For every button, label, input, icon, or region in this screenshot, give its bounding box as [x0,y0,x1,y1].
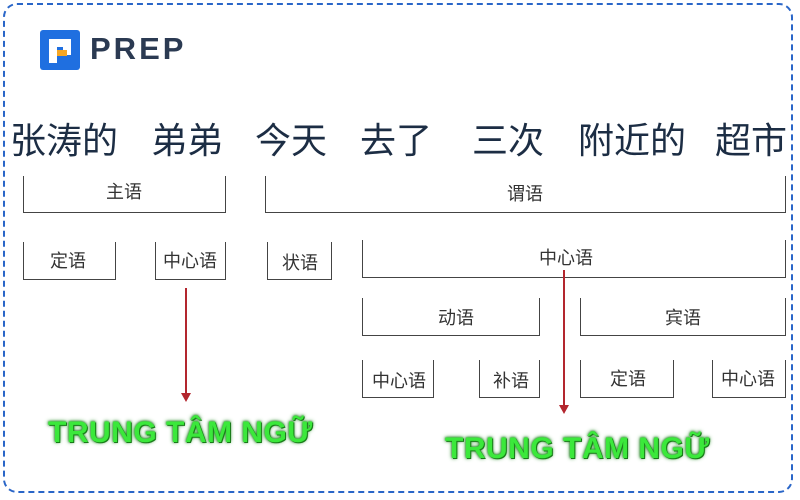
sentence-word: 三次 [472,121,545,162]
verb-bracket [362,298,540,336]
attributive-bracket [580,360,674,398]
adverbial-bracket [267,242,332,280]
sentence-word: 去了 [360,121,433,162]
sentence-word: 张涛的 [10,121,119,162]
sentence-word: 今天 [255,121,328,162]
subject-bracket [23,176,226,213]
complement-label: 补语 [493,371,529,392]
head-label: 中心语 [539,248,593,269]
attributive-label: 定语 [610,369,646,390]
head-bracket [155,242,226,280]
sentence-word: 附近的 [578,121,687,162]
attributive-bracket [23,242,116,280]
attributive-label: 定语 [50,251,86,272]
brand-name: PREP [90,31,187,66]
head-annotation-left: TRUNG TÂM NGỮ [48,416,313,449]
predicate-label: 谓语 [507,184,543,205]
verb-label: 动语 [438,308,474,329]
predicate-bracket [265,176,786,213]
object-bracket [580,298,786,336]
head-label: 中心语 [163,251,217,272]
dashed-frame [3,3,793,493]
adverbial-label: 状语 [282,253,318,274]
arrow-line [563,270,565,405]
arrow-head [181,393,191,402]
object-label: 宾语 [665,308,701,329]
subject-label: 主语 [106,182,142,203]
head-label: 中心语 [372,371,426,392]
head-bracket [712,360,786,398]
arrow-head [559,405,569,414]
head-bracket [362,360,434,398]
arrow-line [185,288,187,393]
head-label: 中心语 [721,369,775,390]
sentence-word: 弟弟 [151,121,224,162]
head-annotation-right: TRUNG TÂM NGỮ [445,432,710,465]
sentence-word: 超市 [715,121,788,162]
prep-logo-icon [40,30,80,70]
complement-bracket [479,360,540,398]
head-bracket [362,240,786,278]
